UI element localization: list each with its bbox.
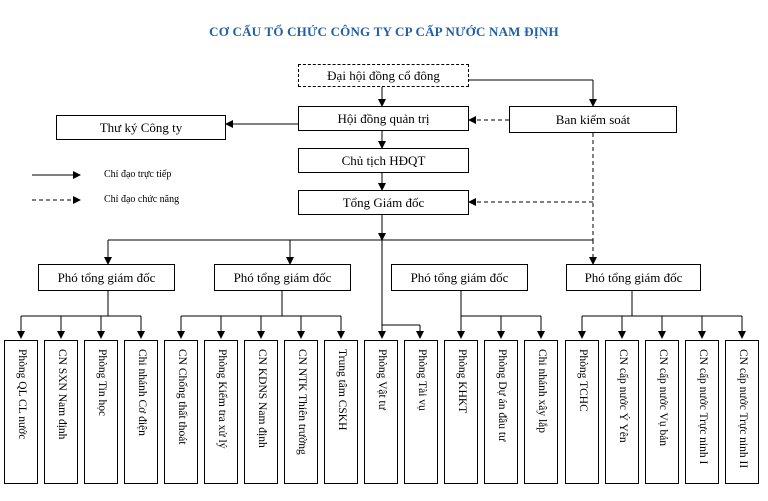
shareholders-box: Đại hội đồng cổ đông	[298, 64, 469, 87]
unit-label: CN KDNS Nam định	[255, 349, 268, 448]
unit-label: CN NTK Thiên trường	[295, 349, 308, 455]
unit-label: CN SXN Nam định	[55, 349, 68, 440]
chart-title: CƠ CẤU TỔ CHỨC CÔNG TY CP CẤP NƯỚC NAM Đ…	[209, 24, 559, 39]
unit-box-trucninh2: CN cấp nước Trực ninh II	[725, 340, 759, 484]
unit-label: CN Chống thất thoát	[175, 349, 188, 445]
unit-box-yyen: CN cấp nước Ý Yên	[605, 340, 639, 484]
deputy-label-2: Phó tổng giám đốc	[233, 269, 332, 285]
unit-box-vattu: Phòng Vật tư	[364, 340, 398, 484]
chairman-label: Chủ tịch HĐQT	[341, 152, 426, 168]
board-box: Hội đồng quản trị	[298, 106, 469, 131]
shareholders-label: Đại hội đồng cổ đông	[327, 67, 440, 83]
unit-label: Chi nhánh Cơ điện	[135, 349, 148, 436]
deputy-box-1: Phó tổng giám đốc	[38, 264, 175, 291]
ceo-box: Tổng Giám đốc	[298, 190, 469, 215]
secretary-label: Thư ký Công ty	[99, 119, 183, 135]
unit-label: Phòng Vật tư	[375, 349, 388, 410]
deputy-label-1: Phó tổng giám đốc	[57, 269, 156, 285]
unit-box-kiemtra: Phòng Kiểm tra xử lý	[204, 340, 238, 484]
unit-box-kdns: CN KDNS Nam định	[244, 340, 278, 484]
unit-label: Phòng Kiểm tra xử lý	[215, 349, 228, 449]
unit-box-xaylap: Chi nhánh xây lắp	[524, 340, 558, 484]
unit-label: Phòng Dự án đầu tư	[495, 349, 508, 442]
secretary-box: Thư ký Công ty	[56, 115, 226, 140]
unit-label: Phòng QL CL nước	[15, 349, 28, 440]
deputy-box-4: Phó tổng giám đốc	[566, 264, 701, 291]
unit-box-ntk: CN NTK Thiên trường	[284, 340, 318, 484]
unit-box-taivu: Phòng Tài vụ	[404, 340, 438, 484]
unit-box-vuban: CN cấp nước Vụ bản	[645, 340, 679, 484]
unit-box-khkt: Phòng KHKT	[444, 340, 478, 484]
unit-box-sxn: CN SXN Nam định	[44, 340, 78, 484]
unit-label: CN cấp nước Ý Yên	[616, 349, 629, 443]
unit-label: Trung tâm CSKH	[335, 349, 348, 431]
unit-label: Phòng TCHC	[576, 349, 589, 412]
legend-functional-label: Chỉ đạo chức năng	[104, 194, 180, 205]
unit-box-tinhoc: Phòng Tin học	[84, 340, 118, 484]
unit-box-chongthatthoat: CN Chống thất thoát	[164, 340, 198, 484]
deputy-label-4: Phó tổng giám đốc	[584, 269, 683, 285]
unit-label: Phòng Tin học	[95, 349, 108, 417]
legend-direct-label: Chỉ đạo trực tiếp	[104, 169, 172, 180]
unit-box-codien: Chi nhánh Cơ điện	[124, 340, 158, 484]
unit-label: CN cấp nước Trực ninh I	[696, 349, 709, 465]
unit-label: CN cấp nước Vụ bản	[656, 349, 669, 447]
unit-label: Chi nhánh xây lắp	[535, 349, 548, 433]
unit-label: Phòng Tài vụ	[415, 349, 428, 411]
deputy-label-3: Phó tổng giám đốc	[410, 269, 509, 285]
unit-box-qlcl: Phòng QL CL nước	[4, 340, 38, 484]
board-label: Hội đồng quản trị	[337, 110, 430, 126]
unit-box-cskh: Trung tâm CSKH	[324, 340, 358, 484]
deputy-box-3: Phó tổng giám đốc	[391, 264, 528, 291]
unit-box-tchc: Phòng TCHC	[565, 340, 599, 484]
chairman-box: Chủ tịch HĐQT	[298, 148, 469, 173]
supervisory-box: Ban kiểm soát	[509, 106, 677, 133]
unit-label: Phòng KHKT	[455, 349, 468, 414]
supervisory-label: Ban kiểm soát	[555, 111, 631, 127]
deputy-box-2: Phó tổng giám đốc	[214, 264, 351, 291]
ceo-label: Tổng Giám đốc	[342, 194, 425, 210]
unit-box-trucninh1: CN cấp nước Trực ninh I	[685, 340, 719, 484]
unit-box-duan: Phòng Dự án đầu tư	[484, 340, 518, 484]
unit-label: CN cấp nước Trực ninh II	[736, 349, 749, 469]
